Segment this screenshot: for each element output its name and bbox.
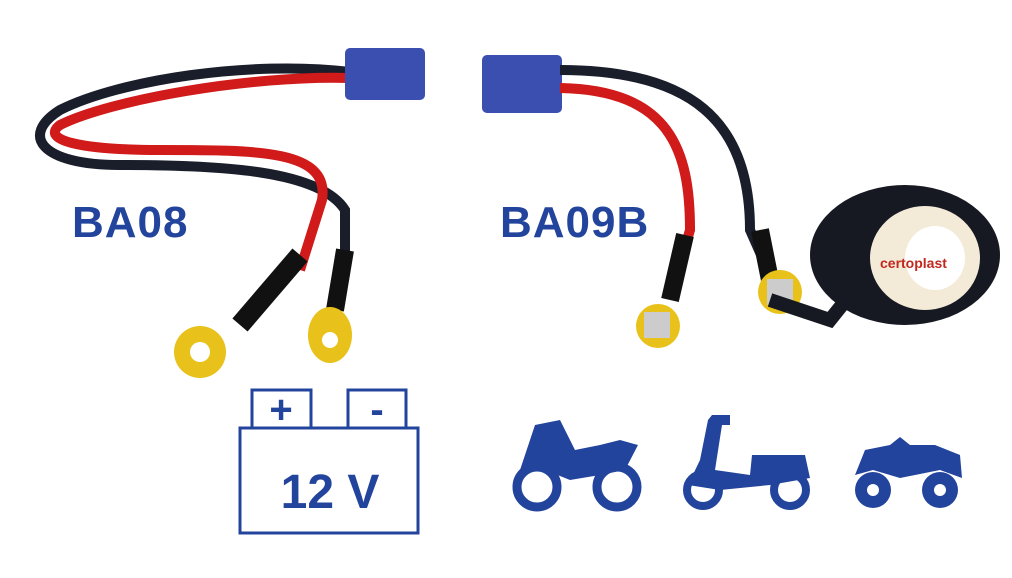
battery-voltage: 12 V xyxy=(281,466,380,519)
quad-icon xyxy=(855,437,962,508)
ba09b-connector xyxy=(482,55,562,113)
battery-icon xyxy=(238,388,420,535)
battery-minus: - xyxy=(370,388,383,432)
model-label-ba08: BA08 xyxy=(72,198,189,247)
scooter-icon xyxy=(683,415,810,510)
svg-text:certoplast: certoplast xyxy=(880,255,947,271)
ba09b-cable: certoplast xyxy=(482,55,1000,348)
battery-plus: + xyxy=(269,388,292,432)
model-label-ba09b: BA09B xyxy=(500,198,650,247)
ba08-connector xyxy=(345,48,425,100)
motorcycle-icon xyxy=(512,420,642,512)
ba08-cable xyxy=(35,48,425,378)
